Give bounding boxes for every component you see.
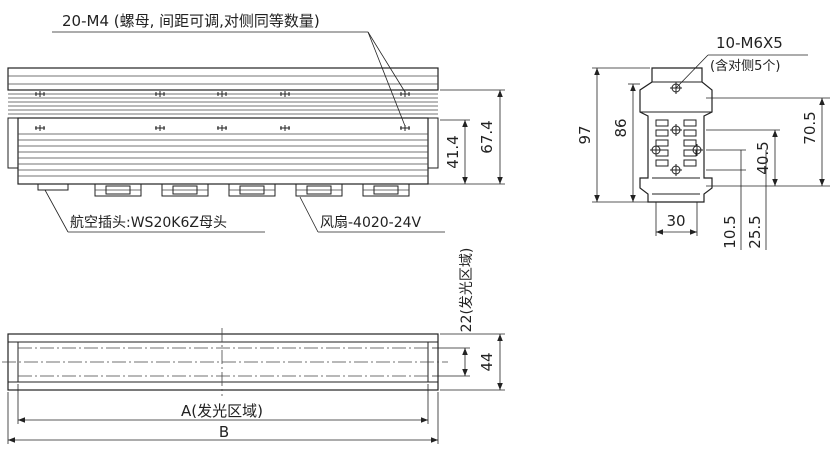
front-screw-row-lower: [35, 125, 410, 131]
front-screw-row-upper: [35, 91, 410, 97]
aviation-connector: [37, 183, 69, 191]
dim-30: 30: [666, 212, 685, 230]
side-holes-callout-1: 10-M6X5: [716, 34, 783, 52]
dim-86: 86: [612, 118, 630, 137]
dim-67-4: 67.4: [478, 120, 496, 153]
bottom-view: 44 22(发光区域) A(发光区域) B: [2, 248, 505, 444]
dim-b-total: B: [219, 423, 229, 441]
side-holes: [650, 82, 703, 176]
dim-41-4: 41.4: [444, 135, 462, 168]
dim-25-5: 25.5: [746, 215, 764, 248]
fan: [362, 183, 410, 197]
dim-10-5: 10.5: [721, 215, 739, 248]
side-holes-callout-2: (含对侧5个): [710, 58, 780, 74]
fan: [228, 183, 276, 197]
dim-70-5: 70.5: [801, 111, 819, 144]
threaded-holes-callout: 20-M4 (螺母, 间距可调,对侧同等数量): [62, 12, 320, 30]
front-upper-fins: [8, 93, 438, 115]
front-view: 20-M4 (螺母, 间距可调,对侧同等数量) 航空插头:WS20K6Z母头 风…: [7, 12, 505, 233]
fan: [94, 183, 142, 197]
dim-22-emit: 22(发光区域): [459, 248, 475, 333]
front-lower-fins: [18, 133, 428, 177]
side-view: 10-M6X5 (含对侧5个) 97 86 70.5 40.5 10.5 25.…: [576, 34, 830, 250]
fan-row: [94, 183, 410, 197]
fan: [161, 183, 209, 197]
dim-40-5: 40.5: [754, 141, 772, 174]
fan-callout: 风扇-4020-24V: [320, 215, 422, 231]
dim-a-emit: A(发光区域): [181, 402, 263, 420]
dim-44: 44: [478, 352, 496, 371]
dim-97: 97: [576, 125, 594, 144]
fan: [295, 183, 343, 197]
connector-callout: 航空插头:WS20K6Z母头: [70, 215, 227, 231]
front-top-plate: [7, 67, 439, 91]
